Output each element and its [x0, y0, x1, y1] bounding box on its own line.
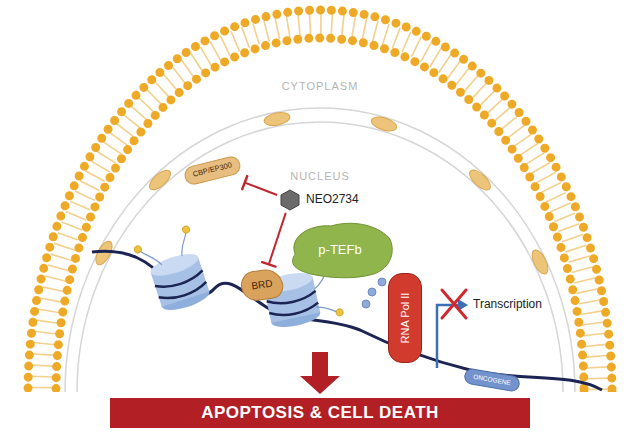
inhibition-connector — [262, 213, 286, 267]
ptefb-complex: p-TEFb — [284, 220, 396, 280]
drug-hexagon-shape — [281, 190, 299, 210]
node-text: BRD — [251, 278, 274, 292]
node-text: p-TEFb — [318, 243, 361, 258]
node-text: CBP/EP300 — [192, 161, 233, 179]
cbp-ep300-protein: CBP/EP300 — [182, 154, 242, 186]
inhibition-line — [269, 213, 286, 264]
blocked-cross — [442, 290, 466, 318]
inhibition-connector — [242, 176, 277, 195]
ptefb-outline — [293, 223, 393, 277]
oncogene-segment: ONCOGENE — [463, 367, 521, 392]
outcome-arrow — [300, 352, 340, 394]
nuclear-envelope-outer — [65, 108, 575, 392]
drug-compound: NEO2734 — [279, 189, 359, 211]
region-label: CYTOPLASM — [282, 80, 359, 93]
lipid-tails — [42, 24, 598, 392]
inhibition-bar — [262, 262, 275, 266]
nucleosome — [132, 225, 212, 317]
rna-polymerase: RNA Pol II — [388, 273, 422, 363]
node-text: APOPTOSIS & CELL DEATH — [201, 403, 439, 423]
outcome-band: APOPTOSIS & CELL DEATH — [110, 398, 530, 428]
lipid-heads-outer — [28, 10, 612, 392]
nuclear-pores — [93, 111, 551, 277]
node-text: ONCOGENE — [473, 373, 512, 387]
process-label: Transcription — [473, 298, 542, 312]
transcription-arrow — [437, 305, 458, 368]
node-text: RNA Pol II — [399, 293, 412, 344]
inhibition-bar — [242, 176, 247, 189]
nuclear-envelope-inner — [77, 122, 563, 392]
drug-hexagon — [279, 189, 301, 211]
inhibition-line — [245, 183, 277, 195]
region-label: NUCLEUS — [290, 170, 350, 183]
phosphate-dots — [362, 278, 386, 308]
node-text: NEO2734 — [306, 193, 359, 207]
lipid-heads-inner — [56, 38, 584, 392]
